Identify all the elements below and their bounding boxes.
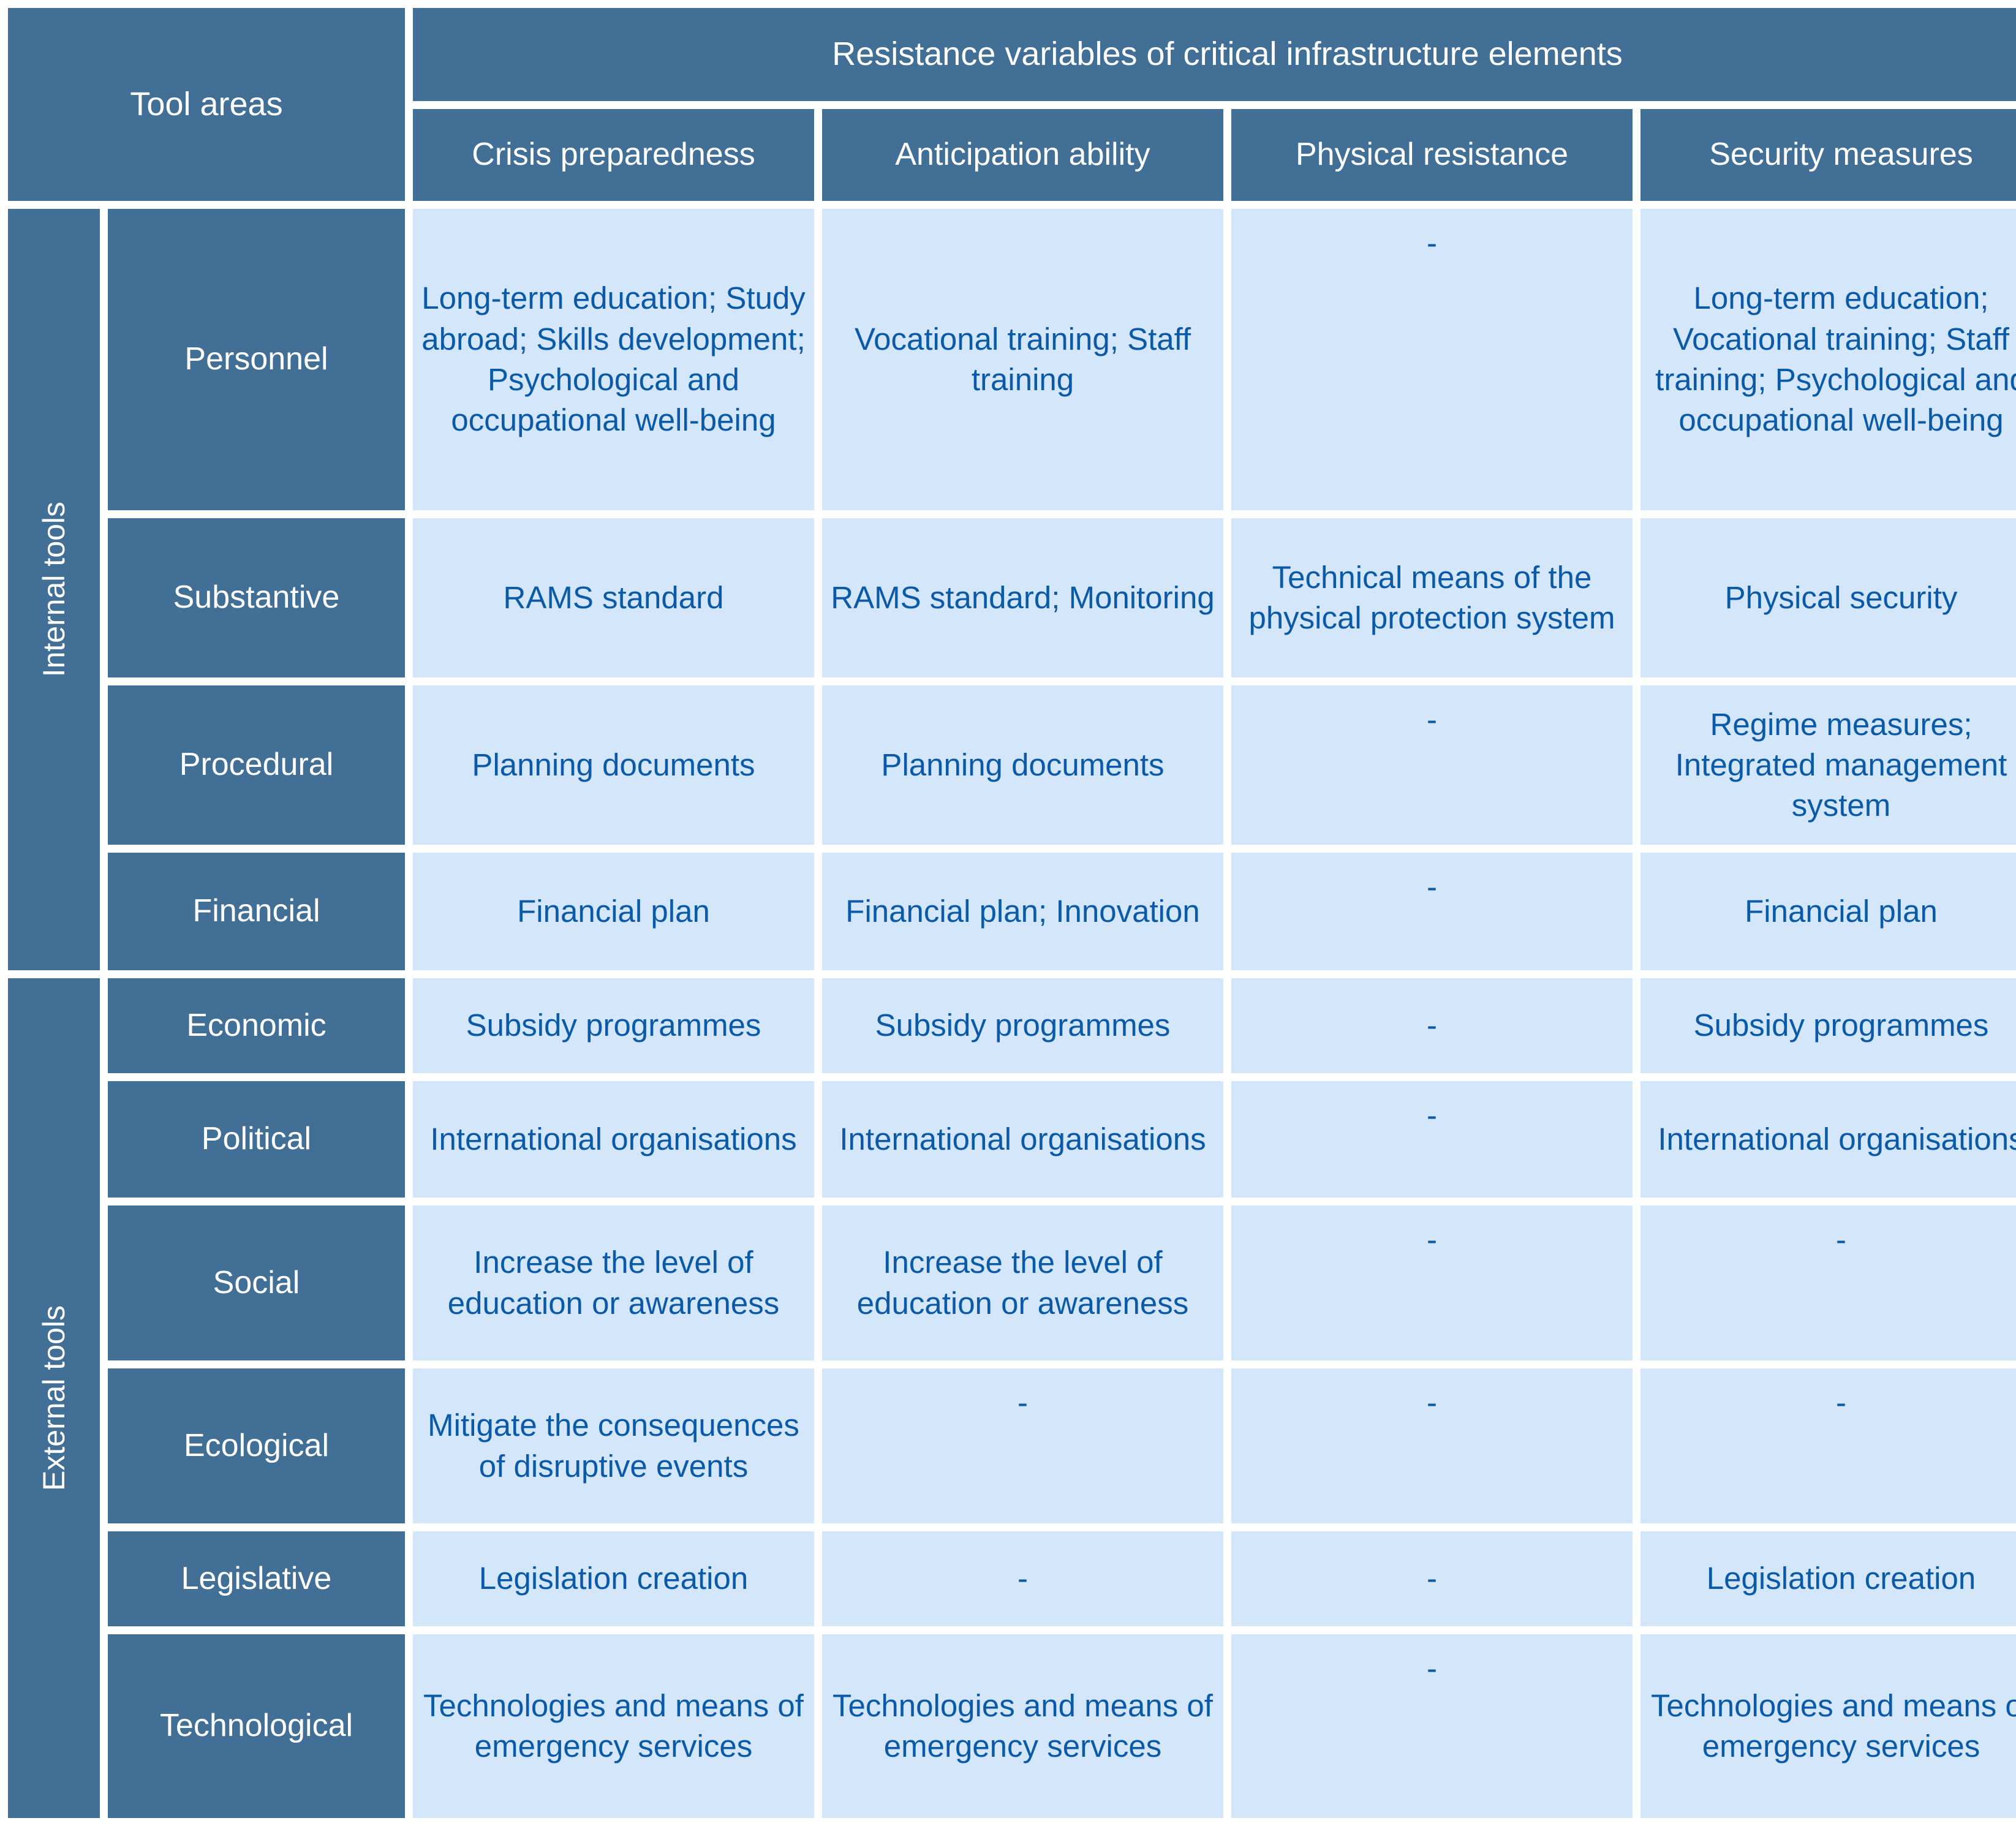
row-label-ecological: Ecological [108, 1368, 405, 1523]
row-label-legislative: Legislative [108, 1531, 405, 1626]
cell-financial-physical-resistance: - [1231, 853, 1633, 970]
table-row: Financial Financial plan Financial plan;… [8, 853, 2016, 970]
cell-procedural-crisis-preparedness: Planning documents [413, 685, 814, 845]
cell-legislative-anticipation-ability: - [822, 1531, 1223, 1626]
cell-political-physical-resistance: - [1231, 1081, 1633, 1198]
column-header-physical-resistance: Physical resistance [1231, 109, 1633, 201]
table-row: Technological Technologies and means of … [8, 1634, 2016, 1818]
row-label-social: Social [108, 1205, 405, 1360]
column-header-crisis-preparedness: Crisis preparedness [413, 109, 814, 201]
cell-economic-security-measures: Subsidy programmes [1640, 978, 2016, 1073]
cell-substantive-security-measures: Physical security [1640, 518, 2016, 677]
cell-financial-crisis-preparedness: Financial plan [413, 853, 814, 970]
column-header-security-measures: Security measures [1640, 109, 2016, 201]
cell-financial-security-measures: Financial plan [1640, 853, 2016, 970]
cell-social-security-measures: - [1640, 1205, 2016, 1360]
cell-personnel-crisis-preparedness: Long-term education; Study abroad; Skill… [413, 209, 814, 510]
cell-social-physical-resistance: - [1231, 1205, 1633, 1360]
supergroup-header-resistance-variables: Resistance variables of critical infrast… [413, 8, 2016, 101]
row-label-financial: Financial [108, 853, 405, 970]
group-label-external-tools: External tools [8, 978, 100, 1818]
cell-personnel-security-measures: Long-term education; Vocational training… [1640, 209, 2016, 510]
cell-technological-anticipation-ability: Technologies and means of emergency serv… [822, 1634, 1223, 1818]
cell-technological-security-measures: Technologies and means of emergency serv… [1640, 1634, 2016, 1818]
cell-social-anticipation-ability: Increase the level of education or aware… [822, 1205, 1223, 1360]
table-row: Procedural Planning documents Planning d… [8, 685, 2016, 845]
cell-political-anticipation-ability: International organisations [822, 1081, 1223, 1198]
column-header-anticipation-ability: Anticipation ability [822, 109, 1223, 201]
cell-legislative-security-measures: Legislation creation [1640, 1531, 2016, 1626]
row-label-substantive: Substantive [108, 518, 405, 677]
cell-procedural-physical-resistance: - [1231, 685, 1633, 845]
table-row: Substantive RAMS standard RAMS standard;… [8, 518, 2016, 677]
cell-technological-crisis-preparedness: Technologies and means of emergency serv… [413, 1634, 814, 1818]
table-row: Social Increase the level of education o… [8, 1205, 2016, 1360]
cell-substantive-crisis-preparedness: RAMS standard [413, 518, 814, 677]
header-row-top: Tool areas Resistance variables of criti… [8, 8, 2016, 201]
cell-personnel-anticipation-ability: Vocational training; Staff training [822, 209, 1223, 510]
cell-ecological-crisis-preparedness: Mitigate the consequences of disruptive … [413, 1368, 814, 1523]
corner-tool-areas-header: Tool areas [8, 8, 405, 201]
row-label-political: Political [108, 1081, 405, 1198]
header-row-columns: Crisis preparedness Anticipation ability… [8, 109, 2016, 201]
cell-ecological-anticipation-ability: - [822, 1368, 1223, 1523]
table-row: Legislative Legislation creation - - Leg… [8, 1531, 2016, 1626]
cell-procedural-security-measures: Regime measures; Integrated management s… [1640, 685, 2016, 845]
table-row: Internal tools Personnel Long-term educa… [8, 209, 2016, 970]
cell-economic-anticipation-ability: Subsidy programmes [822, 978, 1223, 1073]
cell-political-crisis-preparedness: International organisations [413, 1081, 814, 1198]
cell-substantive-anticipation-ability: RAMS standard; Monitoring [822, 518, 1223, 677]
cell-legislative-physical-resistance: - [1231, 1531, 1633, 1626]
table-row: Ecological Mitigate the consequences of … [8, 1368, 2016, 1523]
row-label-economic: Economic [108, 978, 405, 1073]
row-label-personnel: Personnel [108, 209, 405, 510]
cell-ecological-security-measures: - [1640, 1368, 2016, 1523]
cell-substantive-physical-resistance: Technical means of the physical protecti… [1231, 518, 1633, 677]
cell-political-security-measures: International organisations [1640, 1081, 2016, 1198]
table-row: External tools Economic Subsidy programm… [8, 978, 2016, 1818]
group-label-internal-tools: Internal tools [8, 209, 100, 970]
row-label-technological: Technological [108, 1634, 405, 1818]
cell-economic-crisis-preparedness: Subsidy programmes [413, 978, 814, 1073]
cell-legislative-crisis-preparedness: Legislation creation [413, 1531, 814, 1626]
cell-financial-anticipation-ability: Financial plan; Innovation [822, 853, 1223, 970]
cell-economic-physical-resistance: - [1231, 978, 1633, 1073]
cell-procedural-anticipation-ability: Planning documents [822, 685, 1223, 845]
table-row: Political International organisations In… [8, 1081, 2016, 1198]
cell-social-crisis-preparedness: Increase the level of education or aware… [413, 1205, 814, 1360]
cell-technological-physical-resistance: - [1231, 1634, 1633, 1818]
cell-ecological-physical-resistance: - [1231, 1368, 1633, 1523]
row-label-procedural: Procedural [108, 685, 405, 845]
cell-personnel-physical-resistance: - [1231, 209, 1633, 510]
